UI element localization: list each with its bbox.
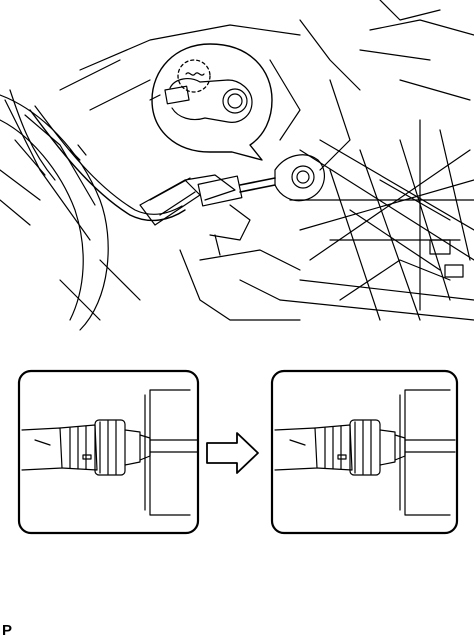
arrow-right-icon: [206, 432, 259, 474]
before-state-panel: [17, 369, 200, 535]
figure-corner-label: P: [2, 622, 13, 639]
after-state-panel: [270, 369, 459, 535]
engine-overview-drawing: [0, 0, 474, 331]
